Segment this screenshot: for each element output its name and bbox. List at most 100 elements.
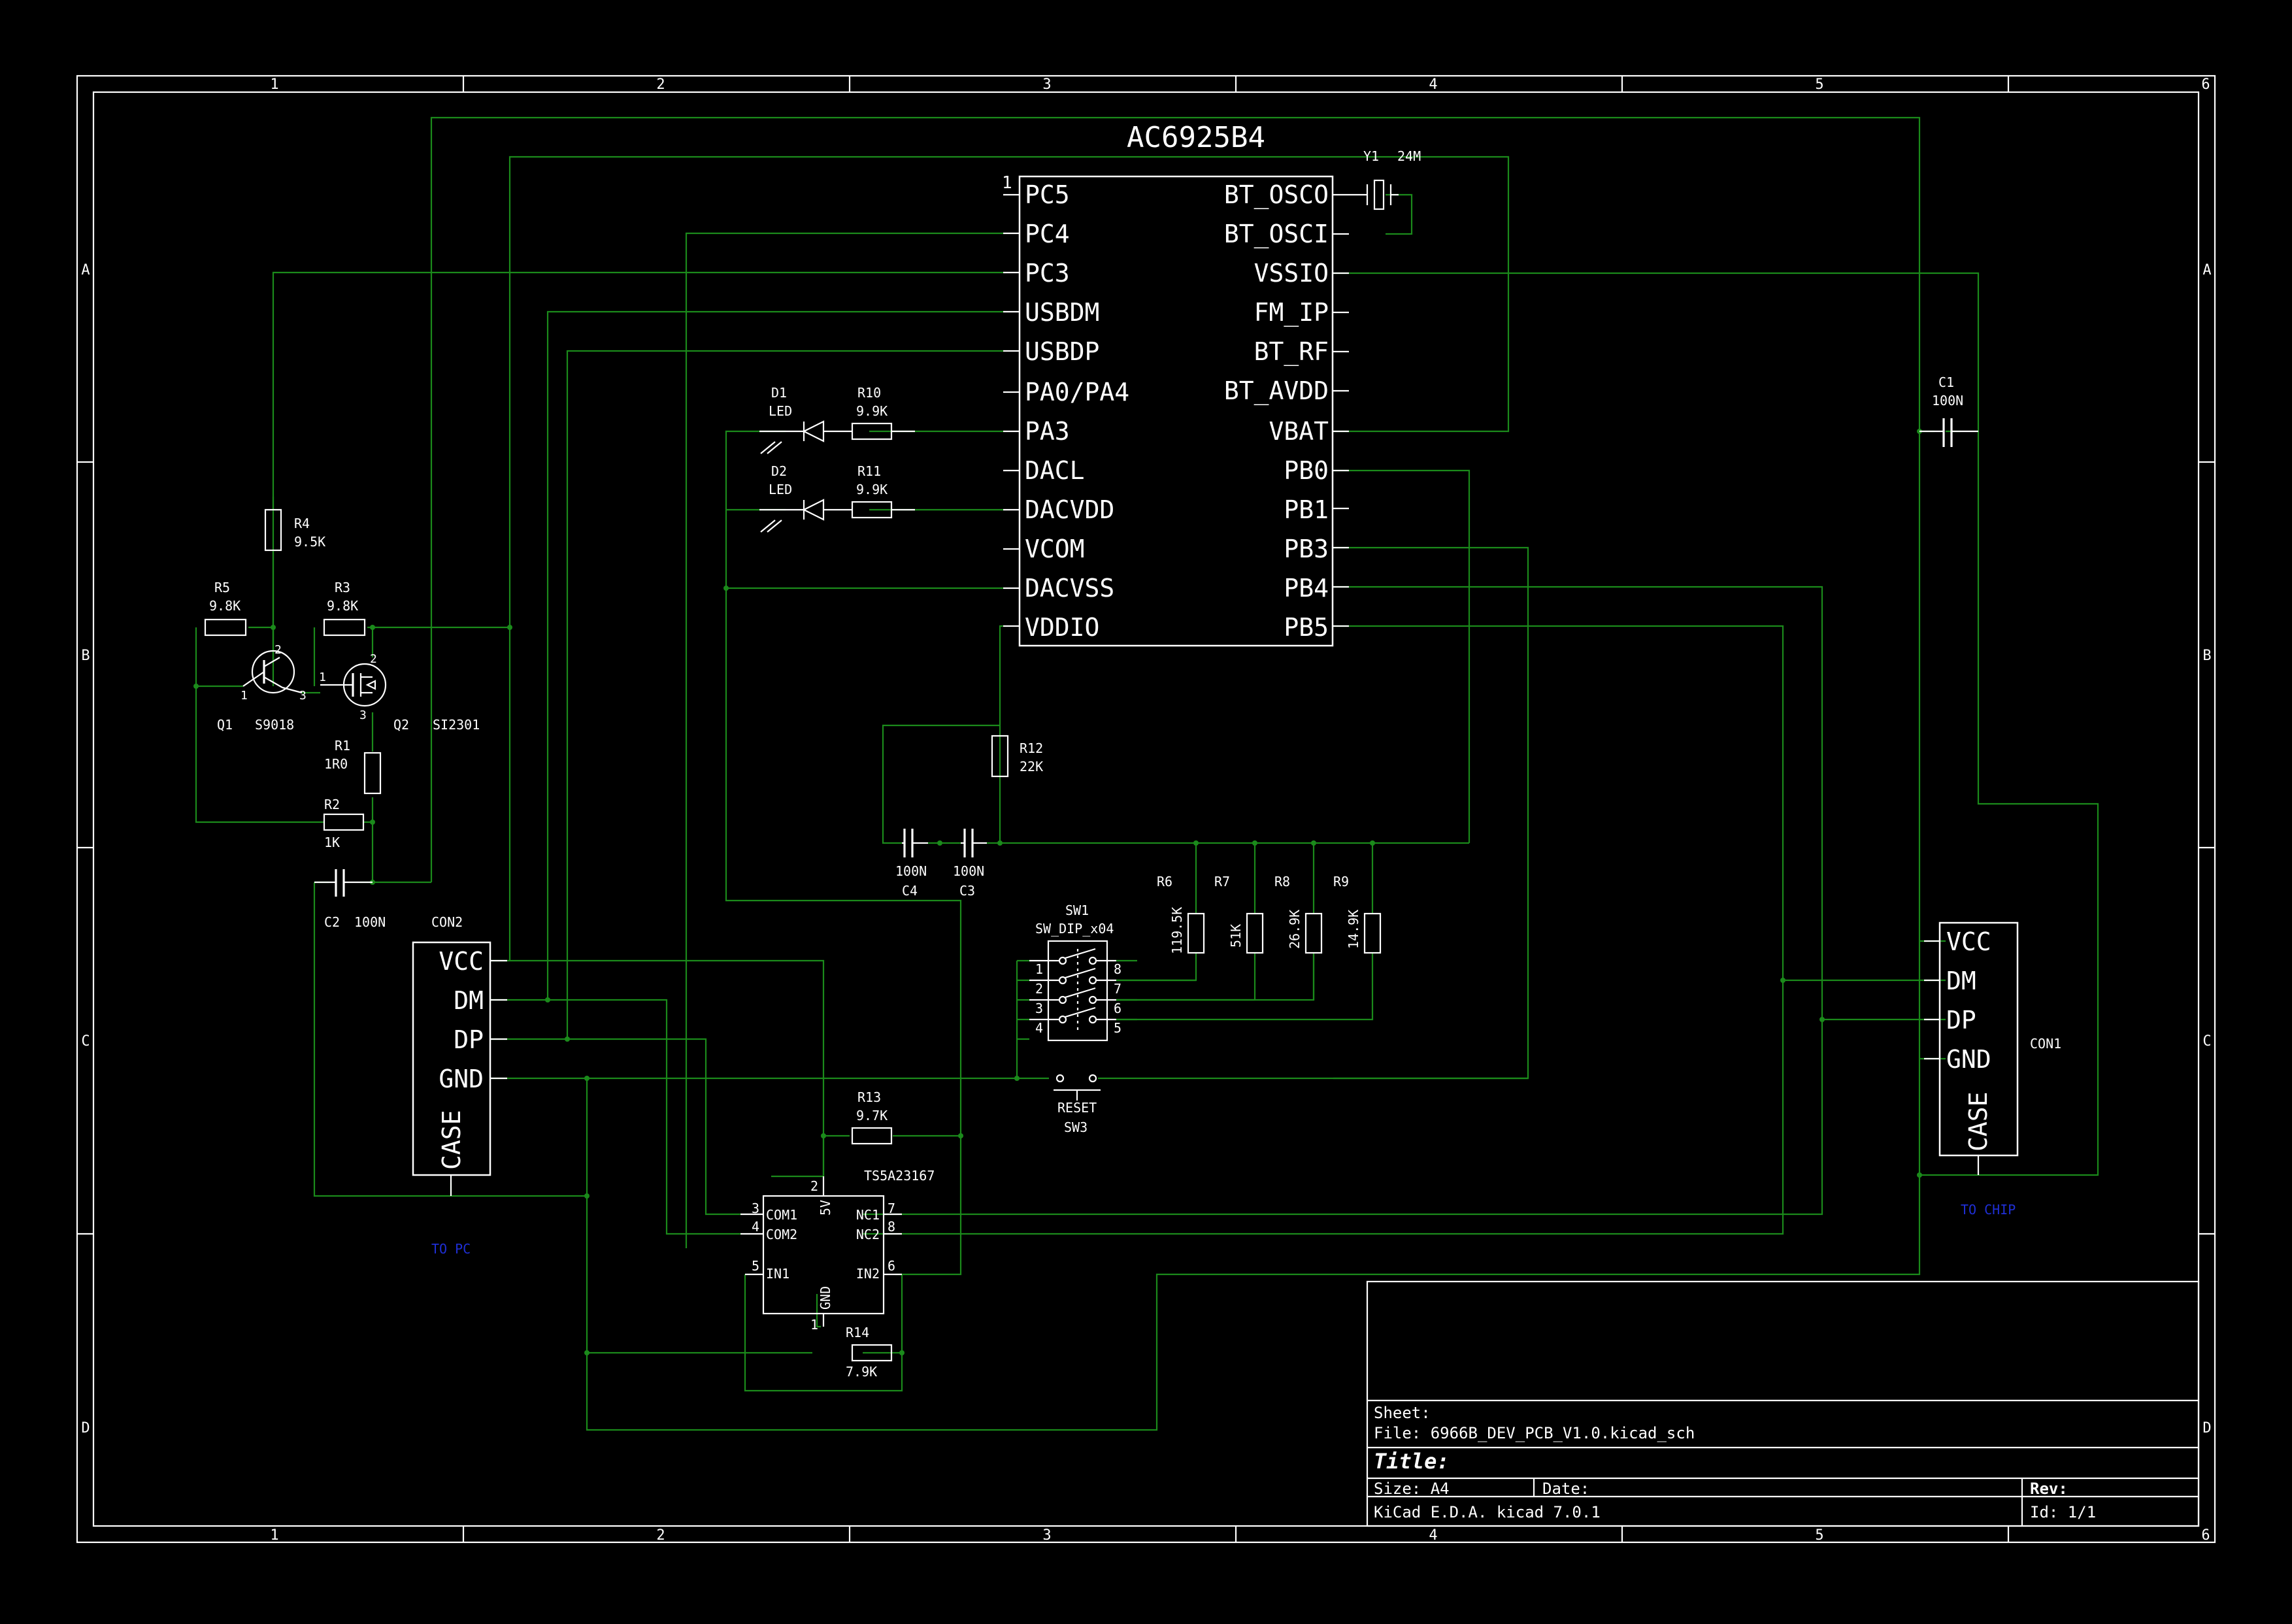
dip-switch-sw1[interactable]: 1 2 3 4 8 7 6 5 SW1 SW_DIP_x04 — [1029, 903, 1121, 1042]
ic-pin-pa0-pa4: PA0/PA4 — [1025, 378, 1129, 406]
col-label-1: 1 — [270, 76, 278, 93]
ic-pin-bt-osco: BT_OSCO — [1224, 180, 1329, 210]
ic-pin-pc5: PC5 — [1025, 180, 1070, 209]
con2-pin-dm: DM — [454, 986, 484, 1015]
r4-ref: R4 — [294, 516, 310, 531]
con2-pin-dp: DP — [454, 1025, 484, 1054]
q2-ref: Q2 — [393, 717, 409, 733]
analog-switch-ts5a23167[interactable]: TS5A23167 COM1 COM2 IN1 NC1 NC2 IN2 5V G… — [740, 1168, 935, 1333]
resistor-r2[interactable]: R2 1K — [323, 797, 365, 850]
col-label-3-bottom: 3 — [1042, 1527, 1051, 1544]
c4-ref: C4 — [902, 883, 918, 899]
r2-ref: R2 — [324, 797, 340, 812]
r10-value: 9.9K — [856, 403, 888, 419]
col-label-4-bottom: 4 — [1429, 1527, 1437, 1544]
r6-ref: R6 — [1157, 874, 1172, 889]
resistor-r10[interactable]: R10 9.9K — [851, 385, 915, 440]
mux-name: TS5A23167 — [864, 1168, 935, 1184]
crystal-y1[interactable]: Y1 24M — [1349, 148, 1421, 210]
ic-pin-bt-rf: BT_RF — [1254, 337, 1329, 367]
connector-con1[interactable]: VCC DM DP GND CASE CON1 TO CHIP — [1924, 921, 2061, 1218]
resistor-r13[interactable]: R13 9.7K — [851, 1089, 893, 1145]
row-label-a-right: A — [2202, 262, 2211, 278]
con2-note: TO PC — [431, 1241, 471, 1257]
con2-pin-vcc: VCC — [439, 947, 484, 976]
title-block-id: Id: 1/1 — [2030, 1503, 2096, 1521]
con2-pin-case: CASE — [437, 1110, 466, 1170]
ic-pin-bt-avdd: BT_AVDD — [1224, 376, 1329, 406]
resistor-r12[interactable]: R12 22K — [991, 735, 1043, 778]
resistor-r1[interactable]: R1 1R0 — [324, 738, 382, 795]
r5-ref: R5 — [214, 580, 230, 595]
row-label-c-right: C — [2202, 1033, 2211, 1050]
sw1-pin-3: 3 — [1035, 1001, 1043, 1016]
reset-switch-sw3[interactable]: RESET SW3 — [1054, 1074, 1101, 1135]
r13-ref: R13 — [857, 1089, 881, 1105]
mux-pin-5v: 5V — [818, 1200, 833, 1216]
ic-pin1-number: 1 — [1002, 173, 1012, 193]
led-d2[interactable]: D2 LED — [759, 463, 852, 533]
con1-pin-case: CASE — [1964, 1091, 1993, 1152]
transistor-q1[interactable]: 2 1 3 Q1 S9018 — [217, 643, 307, 733]
capacitor-c2[interactable]: C2 100N — [314, 869, 386, 930]
sw1-ref: SW1 — [1065, 903, 1089, 918]
row-label-b-right: B — [2202, 648, 2211, 664]
sw3-ref: SW3 — [1064, 1119, 1088, 1135]
r7-ref: R7 — [1214, 874, 1230, 889]
capacitor-c1[interactable]: C1 100N — [1919, 374, 1978, 447]
r7-value: 51K — [1228, 924, 1244, 948]
col-label-4: 4 — [1429, 76, 1437, 93]
q2-value: SI2301 — [433, 717, 480, 733]
title-block-date: Date: — [1542, 1480, 1589, 1498]
c2-value: 100N — [354, 914, 386, 930]
ic-pin-pb5: PB5 — [1284, 613, 1329, 642]
resistor-r9[interactable]: R9 14.9K — [1333, 874, 1382, 954]
connector-con2[interactable]: VCC DM DP GND CASE CON2 TO PC — [412, 914, 507, 1257]
ic-pin-vcom: VCOM — [1025, 535, 1085, 563]
r14-value: 7.9K — [846, 1364, 877, 1380]
title-block-title: Title: — [1374, 1449, 1450, 1474]
capacitor-c4[interactable]: 100N C4 — [895, 829, 928, 899]
q2-pin-1: 1 — [319, 671, 326, 684]
con1-pin-gnd: GND — [1946, 1045, 1991, 1074]
ic-ac6925b4[interactable]: AC6925B4 1 PC5 PC4 PC3 USBDM USBDP PA0/P… — [1002, 121, 1349, 647]
col-label-5: 5 — [1815, 76, 1823, 93]
ic-pin-vddio: VDDIO — [1025, 613, 1099, 642]
resistor-r5[interactable]: R5 9.8K — [204, 580, 247, 637]
resistor-r4[interactable]: R4 9.5K — [264, 508, 325, 552]
led-d1[interactable]: D1 LED — [759, 385, 852, 454]
r8-ref: R8 — [1274, 874, 1290, 889]
resistor-r11[interactable]: R11 9.9K — [851, 463, 915, 519]
resistor-r7[interactable]: R7 51K — [1214, 874, 1264, 954]
resistor-r14[interactable]: R14 7.9K — [846, 1325, 893, 1380]
resistor-r3[interactable]: R3 9.8K — [323, 580, 366, 637]
sw1-pin-7: 7 — [1114, 981, 1121, 997]
mux-pin-nc1: NC1 — [856, 1207, 880, 1223]
resistor-r6[interactable]: R6 119.5K — [1157, 874, 1205, 954]
capacitor-c3[interactable]: 100N C3 — [953, 829, 987, 899]
r10-ref: R10 — [857, 385, 881, 401]
title-block: Sheet: File: 6966B_DEV_PCB_V1.0.kicad_sc… — [1366, 1280, 2200, 1527]
r14-ref: R14 — [846, 1325, 869, 1340]
sw1-pin-4: 4 — [1035, 1020, 1043, 1036]
r1-value: 1R0 — [324, 756, 348, 772]
mux-pin-number-6: 6 — [888, 1258, 895, 1274]
r3-value: 9.8K — [327, 598, 358, 614]
row-label-a: A — [81, 262, 90, 278]
c3-value: 100N — [953, 863, 984, 879]
ic-pin-dacvss: DACVSS — [1025, 574, 1114, 603]
sw1-pin-6: 6 — [1114, 1001, 1121, 1016]
mux-pin-number-2: 2 — [810, 1178, 818, 1194]
ic-pin-usbdp: USBDP — [1025, 337, 1099, 366]
resistor-r8[interactable]: R8 26.9K — [1274, 874, 1323, 954]
ic-pin-fm-ip: FM_IP — [1254, 298, 1329, 327]
c4-value: 100N — [895, 863, 927, 879]
drawing-frame: 1 2 3 4 5 6 1 2 3 4 5 6 A B C D A B C D — [76, 75, 2216, 1544]
r2-value: 1K — [324, 835, 340, 850]
transistor-q2[interactable]: 2 1 3 Q2 SI2301 — [319, 652, 480, 733]
q2-pin-3: 3 — [359, 708, 367, 722]
ic-name: AC6925B4 — [1127, 121, 1265, 154]
r12-value: 22K — [1020, 759, 1043, 774]
sw1-pin-2: 2 — [1035, 981, 1043, 997]
sw3-value: RESET — [1057, 1100, 1097, 1116]
